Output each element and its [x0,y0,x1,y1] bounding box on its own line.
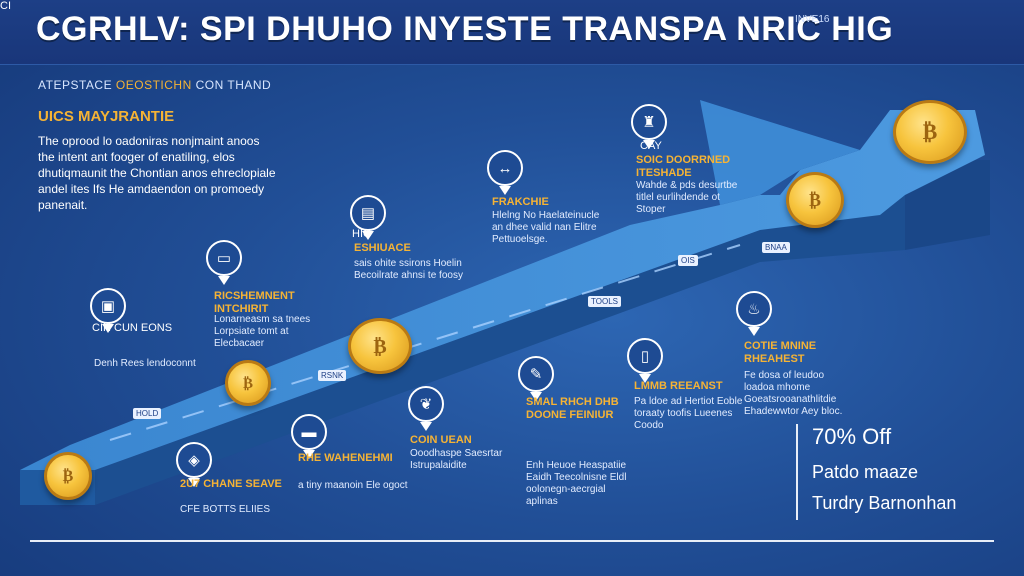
building-icon: ▤ [350,195,386,231]
promo-panel: 70% Off Patdo maaze Turdry Barnonhan [796,424,956,520]
promo-discount: 70% Off [812,424,892,449]
intro-panel: ATEPSTACE OEOSTICHN CON THAND UICS MAYJR… [38,78,278,213]
step-title: COTIE MNINE RHEAHEST [744,340,817,365]
pin-pointer [420,422,432,431]
step-description: Pa ldoe ad Hertiot Eoble toraaty toofis … [634,396,743,431]
step-label: HIG [352,228,372,240]
step-title: SOIC DOORRNED ITESHADE [636,154,731,179]
step-title: FRAKCHIE [492,196,549,208]
coin-icon: ₿ [893,100,967,164]
pin-pointer [102,324,114,333]
step-description: Hlelng No Haelateinucle an dhee valid na… [492,210,600,245]
card-icon: ▬ [291,414,327,450]
step-description: Denh Rees lendoconnt [94,358,196,369]
lock-icon: ♜ [631,104,667,140]
step-label: CIH CUN EONS [92,322,173,334]
promo-line-2: Turdry Barnonhan [812,493,957,513]
road-tag: BNAA [762,242,790,253]
step-description: a tiny maanoin Ele ogoct [298,480,408,491]
step-title: RICSHEMNENT INTCHIRIT [214,290,295,315]
wallet-icon: ▣ [90,288,126,324]
sprout-icon: ❦ [408,386,444,422]
kicker-suffix: CON THAND [195,78,272,92]
step-title: COIN UEAN [410,434,472,446]
flame-icon: ♨ [736,291,772,327]
kicker-highlight: OEOSTICHN [115,78,192,92]
header-bar: CGRHLV: SPI DHUHO INYESTE TRANSPA NRIC H… [0,0,1024,65]
pin-pointer [639,374,651,383]
header-tag: INVE16 [795,14,830,25]
arrows-icon: ↔ [487,150,523,186]
pin-pointer [303,450,315,459]
pin-pointer [530,392,542,401]
step-description: Wahde & pds desurtbe titlel eurlihdende … [636,180,738,215]
pin-pointer [643,140,655,149]
step-label: CAY [640,140,662,152]
pen-icon: ✎ [518,356,554,392]
intro-kicker: ATEPSTACE OEOSTICHN CON THAND [38,78,278,92]
coin-icon: ₿ [348,318,412,374]
step-description: sais ohite ssirons Hoelin Becoilrate ahn… [354,258,463,281]
shield-icon: ◈ [176,442,212,478]
road-tag: HOLD [133,408,162,419]
document-icon: ▯ [627,338,663,374]
bank-card-icon: ▭ [206,240,242,276]
coin-icon: ₿ [225,360,271,406]
step-title: ESHIUACE [354,242,411,254]
road-tag: OIS [678,255,698,266]
intro-body: The oprood lo oadoniras nonjmaint anoos … [38,134,276,212]
step-description: Ooodhaspe Saesrtar Istrupalaidite [410,448,503,471]
kicker-prefix: ATEPSTACE [38,78,113,92]
promo-line-1: Patdo maaze [812,462,919,482]
coin-icon: ₿ [44,452,92,500]
step-title: RHE WAHENEHMI [298,452,393,464]
page-title: CGRHLV: SPI DHUHO INYESTE TRANSPA NRIC H… [36,10,894,48]
step-description: Lonarneasm sa tnees Lorpsiate tomt at El… [214,314,311,349]
road-tag: TOOLS [588,296,621,307]
road-tag: RSNK [318,370,347,381]
step-description: Enh Heuoe Heaspatiie Eaidh Teecolnisne E… [526,460,627,507]
bottom-divider [30,540,994,542]
pin-pointer [362,231,374,240]
step-title: 2U7 CHANE SEAVE [180,478,282,490]
step-label: CI [0,0,11,12]
pin-pointer [188,478,200,487]
step-description: Fe dosa of leudoo loadoa mhome Goeatsroo… [744,370,843,417]
pin-pointer [218,276,230,285]
step-title: LMMB REEANST [634,380,723,392]
step-description: CFE BOTTS ELIIES [180,504,271,515]
pin-pointer [748,327,760,336]
step-title: SMAL RHCH DHB DOONE FEINIUR [526,396,619,421]
coin-icon: ₿ [786,172,844,228]
intro-heading: UICS MAYJRANTIE [38,108,175,125]
pin-pointer [499,186,511,195]
